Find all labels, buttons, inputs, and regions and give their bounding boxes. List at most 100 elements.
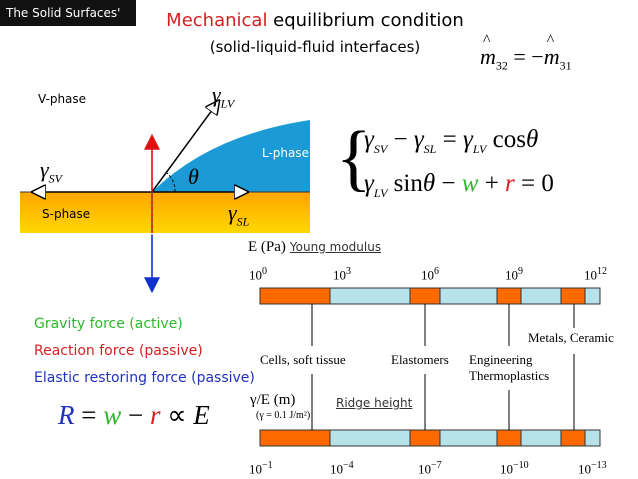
force-law: R = w − r ∝ E [58,400,210,431]
gamma-sv-symbol: γ [40,157,49,182]
gamma-sl-label: γSL [228,200,249,229]
reaction-force-label: Reaction force (passive) [34,343,203,359]
top-tick-1-exp: 3 [346,266,351,277]
v-phase-label: V-phase [38,92,87,106]
eq2-plus: + [478,170,506,197]
l-phase-label: L-phase [262,146,310,160]
bottom-tick-0-base: 10 [249,461,262,477]
eq2-sin: sin [387,170,423,197]
slide-title: Mechanical equilibrium condition [150,10,480,31]
liquid-region [152,120,310,192]
momentum-rhs-sub: 31 [559,58,572,73]
young-modulus-header: E (Pa) Young modulus [248,238,381,256]
engineering-label-1: Engineering [469,352,533,367]
elastomers-label: Elastomers [391,352,449,367]
top-seg-6 [520,287,562,305]
law-E: E [193,400,210,430]
theta-label: θ [188,164,199,189]
eq1-sub-lv: LV [472,142,487,156]
eq2-sub-lv: LV [373,186,388,200]
gamma-sl-sub: SL [236,214,250,229]
bottom-tick-1-base: 10 [330,461,343,477]
bottom-tick-3: 10−10 [500,460,529,477]
bottom-tick-4: 10−13 [578,460,607,477]
momentum-eq: = − [507,44,544,69]
law-eq: = [74,400,104,430]
top-seg-8 [584,287,601,305]
top-tick-1-base: 10 [333,267,346,283]
young-modulus-link[interactable]: Young modulus [289,240,382,254]
bottom-tick-2: 10−7 [418,460,442,477]
contact-angle-diagram [20,80,310,294]
top-tick-0-exp: 0 [262,266,267,277]
top-seg-7 [560,287,586,305]
eq1-gamma-sv: γ [364,126,374,153]
gamma-sl-symbol: γ [228,200,237,225]
brace: { [336,117,372,199]
bottom-seg-5 [496,429,522,447]
eq1-theta: θ [525,126,539,153]
law-R: R [58,400,75,430]
top-seg-5 [496,287,522,305]
ridge-height-link[interactable]: Ridge height [336,396,413,410]
top-tick-4: 1012 [584,266,607,283]
bottom-tick-2-exp: −7 [431,460,442,471]
top-tick-1: 103 [333,266,351,283]
bottom-tick-3-base: 10 [500,461,513,477]
gamma-lv-label: γLV [212,82,234,111]
e-pa-label: E (Pa) [248,239,286,255]
eq2-w: w [461,170,479,197]
modulus-scale-graphic [259,287,601,447]
bottom-tick-0: 10−1 [249,460,273,477]
gamma-sv-label: γSV [40,157,62,186]
eq2-r: r [505,170,515,197]
bottom-tick-1-exp: −4 [343,460,354,471]
elastic-force-label: Elastic restoring force (passive) [34,370,255,386]
momentum-equation: m32 = −m31 [480,32,572,73]
bottom-seg-4 [439,429,498,447]
title-rest: equilibrium condition [267,10,464,31]
bottom-tick-1: 10−4 [330,460,354,477]
top-tick-2-exp: 6 [434,266,439,277]
eq2-gamma-lv: γ [364,170,374,197]
gamma-lv-symbol: γ [212,82,221,107]
solid-region [20,192,310,233]
top-tick-0-base: 10 [249,267,262,283]
top-tick-3: 109 [505,266,523,283]
bottom-seg-6 [520,429,562,447]
bottom-tick-2-base: 10 [418,461,431,477]
gravity-force-label: Gravity force (active) [34,316,183,332]
top-tick-0: 100 [249,266,267,283]
bottom-tick-4-exp: −13 [591,460,607,471]
momentum-lhs: m [480,32,496,70]
eq1-minus: − [387,126,414,153]
top-seg-4 [439,287,498,305]
top-tick-2: 106 [421,266,439,283]
top-seg-3 [409,287,441,305]
top-seg-2 [329,287,411,305]
theta-arc [166,172,176,193]
top-tick-3-base: 10 [505,267,518,283]
eq2-equals: = 0 [514,170,554,197]
bottom-tick-0-exp: −1 [262,460,273,471]
bottom-seg-8 [584,429,601,447]
momentum-lhs-sub: 32 [495,58,508,73]
gamma-lv-arrow [151,102,218,193]
gamma-sv-sub: SV [48,171,63,186]
slide-subtitle: (solid-liquid-fluid interfaces) [209,38,421,56]
metals-label: Metals, Ceramic [528,330,614,345]
law-r: r [149,400,161,430]
top-tick-3-exp: 9 [518,266,523,277]
eq1-gamma-sl: γ [413,126,424,153]
bottom-seg-2 [329,429,411,447]
law-w: w [103,400,122,430]
law-prop: ∝ [160,400,194,430]
ridge-height-label: γ/E (m) [250,392,296,408]
gamma-note: (γ = 0.1 J/m²) [256,410,311,421]
s-phase-label: S-phase [42,207,91,221]
bottom-seg-1 [259,429,331,447]
momentum-rhs: m [544,32,560,70]
eq1-equals: = [436,126,463,153]
gamma-lv-sub: LV [220,96,235,111]
bottom-seg-3 [409,429,441,447]
